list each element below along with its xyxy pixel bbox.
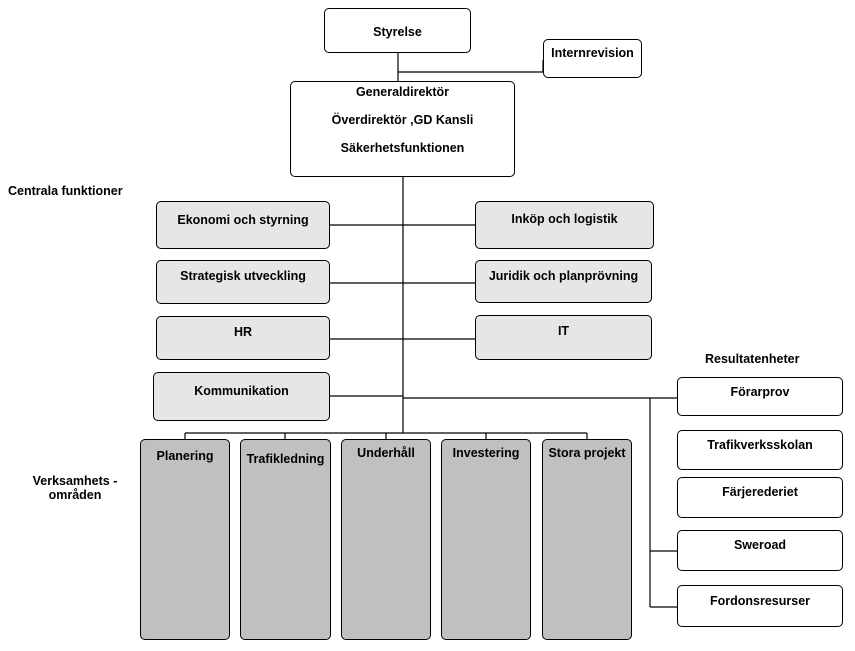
central-function-box: Ekonomi och styrning xyxy=(156,201,330,249)
operations-label: Underhåll xyxy=(357,446,415,460)
central-function-label: Juridik och planprövning xyxy=(488,269,639,283)
central-function-box: HR xyxy=(156,316,330,360)
internal-audit-label: Internrevision xyxy=(551,46,634,60)
operations-label: Trafikledning xyxy=(246,452,325,466)
result-unit-label: Färjerederiet xyxy=(722,485,798,499)
operations-label: Investering xyxy=(452,446,520,460)
central-function-box: Juridik och planprövning xyxy=(475,260,652,303)
result-unit-box: Fordonsresurser xyxy=(677,585,843,627)
central-functions-heading: Centrala funktioner xyxy=(8,184,123,198)
result-unit-box: Förarprov xyxy=(677,377,843,416)
operations-box: Investering xyxy=(441,439,531,640)
result-unit-label: Fordonsresurser xyxy=(709,594,811,608)
operations-heading-line2: områden xyxy=(48,488,102,502)
operations-label: Stora projekt xyxy=(548,446,626,460)
result-unit-box: Trafikverksskolan xyxy=(677,430,843,470)
director-general-box: Generaldirektör Överdirektör ,GD Kansli … xyxy=(290,81,515,177)
result-unit-label: Förarprov xyxy=(730,385,790,399)
result-unit-box: Färjerederiet xyxy=(677,477,843,518)
operations-heading-line1: Verksamhets - xyxy=(32,474,118,488)
central-function-label: Ekonomi och styrning xyxy=(177,213,309,227)
operations-box: Trafikledning xyxy=(240,439,331,640)
result-units-heading: Resultatenheter xyxy=(705,352,800,366)
central-function-label: IT xyxy=(557,324,570,338)
central-function-box: Strategisk utveckling xyxy=(156,260,330,304)
operations-box: Planering xyxy=(140,439,230,640)
deputy-director-label: Överdirektör ,GD Kansli xyxy=(331,113,474,127)
internal-audit-box: Internrevision xyxy=(543,39,642,78)
central-function-box: Kommunikation xyxy=(153,372,330,421)
central-function-box: IT xyxy=(475,315,652,360)
central-function-label: Strategisk utveckling xyxy=(180,269,306,283)
director-general-label: Generaldirektör xyxy=(355,85,450,99)
board-label: Styrelse xyxy=(373,25,422,39)
operations-label: Planering xyxy=(156,449,214,463)
operations-box: Stora projekt xyxy=(542,439,632,640)
central-function-label: HR xyxy=(233,325,253,339)
result-unit-box: Sweroad xyxy=(677,530,843,571)
central-function-label: Inköp och logistik xyxy=(511,212,618,226)
central-function-label: Kommunikation xyxy=(194,384,289,398)
board-box: Styrelse xyxy=(324,8,471,53)
safety-function-label: Säkerhetsfunktionen xyxy=(340,141,465,155)
result-unit-label: Trafikverksskolan xyxy=(707,438,813,452)
operations-heading: Verksamhets - områden xyxy=(20,474,130,502)
result-unit-label: Sweroad xyxy=(733,538,787,552)
central-function-box: Inköp och logistik xyxy=(475,201,654,249)
operations-box: Underhåll xyxy=(341,439,431,640)
